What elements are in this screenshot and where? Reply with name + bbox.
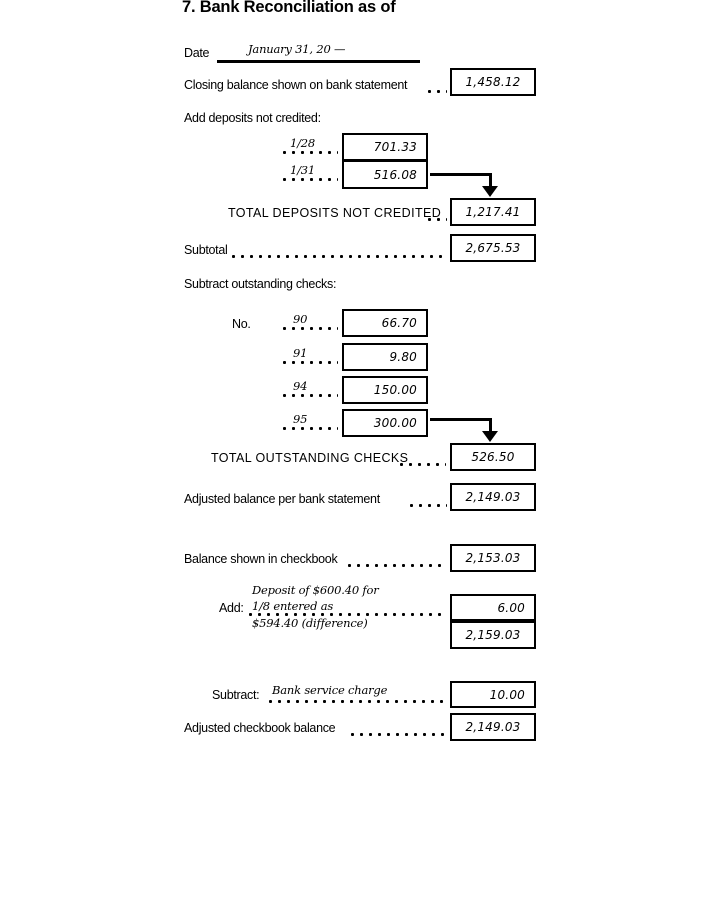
adjusted-checkbook-value: 2,149.03	[465, 720, 521, 734]
check-amount-box-0[interactable]: 66.70	[342, 309, 428, 337]
total-deposits-box[interactable]: 1,217.41	[450, 198, 536, 226]
closing-balance-box[interactable]: 1,458.12	[450, 68, 536, 96]
deposit-amount-0: 701.33	[373, 140, 417, 154]
total-checks-leader	[400, 463, 446, 466]
adjusted-bank-box[interactable]: 2,149.03	[450, 483, 536, 511]
deposit-leader-0	[283, 151, 338, 154]
running-total-value: 2,159.03	[465, 628, 521, 642]
adjusted-checkbook-label: Adjusted checkbook balance	[184, 721, 336, 735]
subtract-amount-box[interactable]: 10.00	[450, 681, 536, 708]
total-checks-box[interactable]: 526.50	[450, 443, 536, 471]
date-rule	[217, 60, 420, 63]
closing-balance-label: Closing balance shown on bank statement	[184, 78, 408, 92]
add-deposits-label: Add deposits not credited:	[184, 111, 321, 125]
adjusted-checkbook-box[interactable]: 2,149.03	[450, 713, 536, 741]
total-checks-label: TOTAL OUTSTANDING CHECKS	[211, 451, 409, 465]
check-amount-box-2[interactable]: 150.00	[342, 376, 428, 404]
subtract-label: Subtract:	[212, 688, 260, 702]
check-number-0[interactable]: 90	[293, 312, 308, 326]
subtotal-box[interactable]: 2,675.53	[450, 234, 536, 262]
subtotal-value: 2,675.53	[465, 241, 521, 255]
total-deposits-label: TOTAL DEPOSITS NOT CREDITED	[228, 206, 442, 220]
subtotal-leader	[232, 255, 447, 258]
check-leader-2	[283, 394, 338, 397]
check-number-2[interactable]: 94	[293, 379, 308, 393]
check-amount-1: 9.80	[389, 350, 417, 364]
check-number-1[interactable]: 91	[293, 346, 308, 360]
check-amount-box-1[interactable]: 9.80	[342, 343, 428, 371]
adjusted-bank-value: 2,149.03	[465, 490, 521, 504]
check-amount-0: 66.70	[381, 316, 417, 330]
subtract-note[interactable]: Bank service charge	[272, 683, 388, 697]
add-note-line2[interactable]: 1/8 entered as	[252, 599, 334, 613]
check-amount-2: 150.00	[373, 383, 417, 397]
total-checks-value: 526.50	[471, 450, 515, 464]
add-label: Add:	[219, 601, 244, 615]
adjusted-bank-label: Adjusted balance per bank statement	[184, 492, 380, 506]
date-label: Date	[184, 46, 210, 60]
deposit-amount-1: 516.08	[373, 167, 417, 182]
subtotal-label: Subtotal	[184, 243, 228, 257]
deposit-leader-1	[283, 178, 338, 181]
deposit-date-1[interactable]: 1/31	[290, 163, 316, 177]
check-leader-0	[283, 327, 338, 330]
check-no-label: No.	[232, 317, 251, 331]
deposit-amount-box-1[interactable]: 516.08	[342, 161, 428, 189]
checkbook-balance-value: 2,153.03	[465, 551, 521, 565]
check-leader-3	[283, 427, 338, 430]
deposit-amount-box-0[interactable]: 701.33	[342, 133, 428, 161]
total-deposits-value: 1,217.41	[465, 205, 521, 219]
check-amount-3: 300.00	[373, 416, 417, 430]
running-total-box[interactable]: 2,159.03	[450, 621, 536, 649]
total-deposits-leader	[428, 218, 447, 221]
add-leader	[249, 613, 447, 616]
adjusted-checkbook-leader	[351, 733, 447, 736]
check-number-3[interactable]: 95	[293, 412, 308, 426]
checkbook-balance-box[interactable]: 2,153.03	[450, 544, 536, 572]
subtract-amount-value: 10.00	[489, 687, 525, 702]
closing-balance-leader	[428, 90, 447, 93]
subtract-checks-label: Subtract outstanding checks:	[184, 277, 337, 291]
add-amount-box[interactable]: 6.00	[450, 594, 536, 621]
add-note-line1[interactable]: Deposit of $600.40 for	[252, 583, 379, 597]
closing-balance-value: 1,458.12	[465, 75, 521, 89]
page-title: 7. Bank Reconciliation as of	[182, 0, 396, 16]
add-note-line3[interactable]: $594.40 (difference)	[252, 616, 368, 630]
check-leader-1	[283, 361, 338, 364]
deposits-total-arrow	[430, 173, 502, 205]
date-value[interactable]: January 31, 20 —	[248, 42, 346, 56]
checkbook-balance-label: Balance shown in checkbook	[184, 552, 338, 566]
check-amount-box-3[interactable]: 300.00	[342, 409, 428, 437]
deposit-date-0[interactable]: 1/28	[290, 136, 316, 150]
checkbook-balance-leader	[348, 564, 447, 567]
adjusted-bank-leader	[410, 504, 447, 507]
checks-total-arrow	[430, 418, 502, 450]
subtract-leader	[269, 700, 447, 703]
add-amount-value: 6.00	[497, 600, 525, 615]
